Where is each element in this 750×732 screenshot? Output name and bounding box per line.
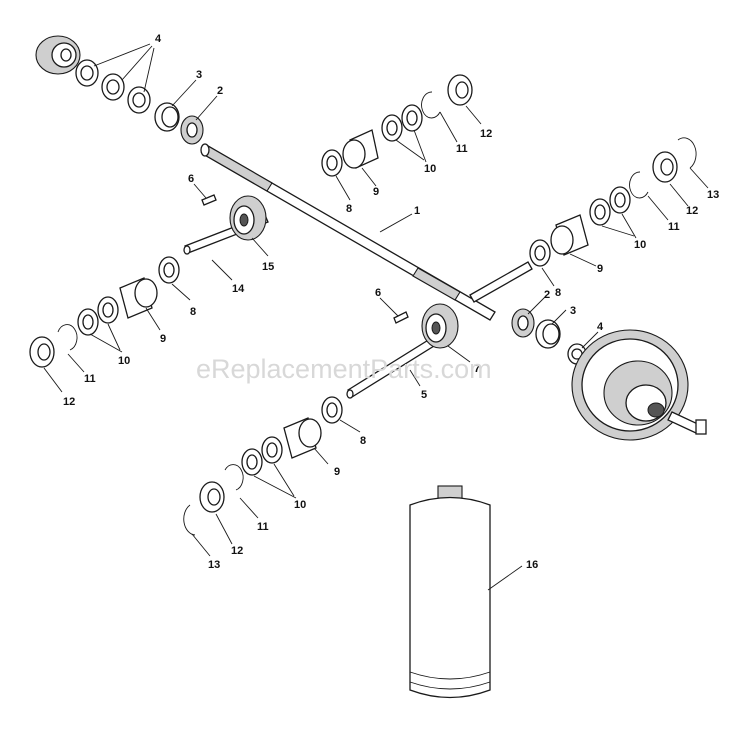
callout-12: 12	[231, 545, 243, 557]
callout-11: 11	[456, 143, 468, 155]
watermark: eReplacementParts.com	[196, 354, 492, 384]
callout-8: 8	[360, 435, 366, 447]
right-stack	[529, 137, 697, 267]
bearing-2-top	[180, 115, 204, 145]
callout-16: 16	[526, 559, 538, 571]
callout-8: 8	[346, 203, 352, 215]
right-bearing-set	[511, 308, 587, 365]
callouts: 4 3 2 6 1 8 9 10 11 12 15 14 8 9 10 11 1…	[63, 33, 719, 571]
gear-15	[229, 195, 267, 241]
oil-bottle	[409, 485, 491, 699]
gear-7	[421, 303, 459, 349]
callout-11: 11	[84, 373, 96, 385]
callout-8: 8	[555, 287, 561, 299]
callout-4: 4	[597, 321, 604, 333]
callout-9: 9	[597, 263, 603, 275]
callout-10: 10	[424, 163, 436, 175]
callout-2: 2	[217, 85, 223, 97]
callout-4: 4	[155, 33, 162, 45]
callout-5: 5	[421, 389, 427, 401]
pulley	[571, 329, 707, 441]
right-axle	[469, 261, 533, 303]
callout-3: 3	[196, 69, 202, 81]
callout-12: 12	[686, 205, 698, 217]
callout-11: 11	[257, 521, 269, 533]
callout-15: 15	[262, 261, 274, 273]
end-cap-top-left	[35, 35, 81, 75]
callout-2: 2	[544, 289, 550, 301]
callout-9: 9	[160, 333, 166, 345]
washers-4-top	[75, 59, 151, 114]
callout-13: 13	[707, 189, 719, 201]
callout-9: 9	[334, 466, 340, 478]
callout-9: 9	[373, 186, 379, 198]
callout-7: 7	[474, 363, 480, 375]
callout-14: 14	[232, 283, 245, 295]
callout-10: 10	[634, 239, 646, 251]
callout-1: 1	[414, 205, 420, 217]
key-upper	[201, 194, 217, 206]
callout-6: 6	[375, 287, 381, 299]
callout-12: 12	[480, 128, 492, 140]
callout-13: 13	[208, 559, 220, 571]
callout-8: 8	[190, 306, 196, 318]
lower-stack	[183, 396, 343, 536]
callout-6: 6	[188, 173, 194, 185]
upper-right-stack	[321, 74, 473, 177]
callout-10: 10	[118, 355, 130, 367]
leader-lines	[43, 43, 709, 591]
callout-12: 12	[63, 396, 75, 408]
left-stack	[29, 256, 180, 368]
bushing-3-top	[154, 102, 180, 132]
main-shaft	[200, 143, 496, 321]
callout-3: 3	[570, 305, 576, 317]
key-lower	[393, 311, 409, 324]
callout-10: 10	[294, 499, 306, 511]
callout-11: 11	[668, 221, 680, 233]
